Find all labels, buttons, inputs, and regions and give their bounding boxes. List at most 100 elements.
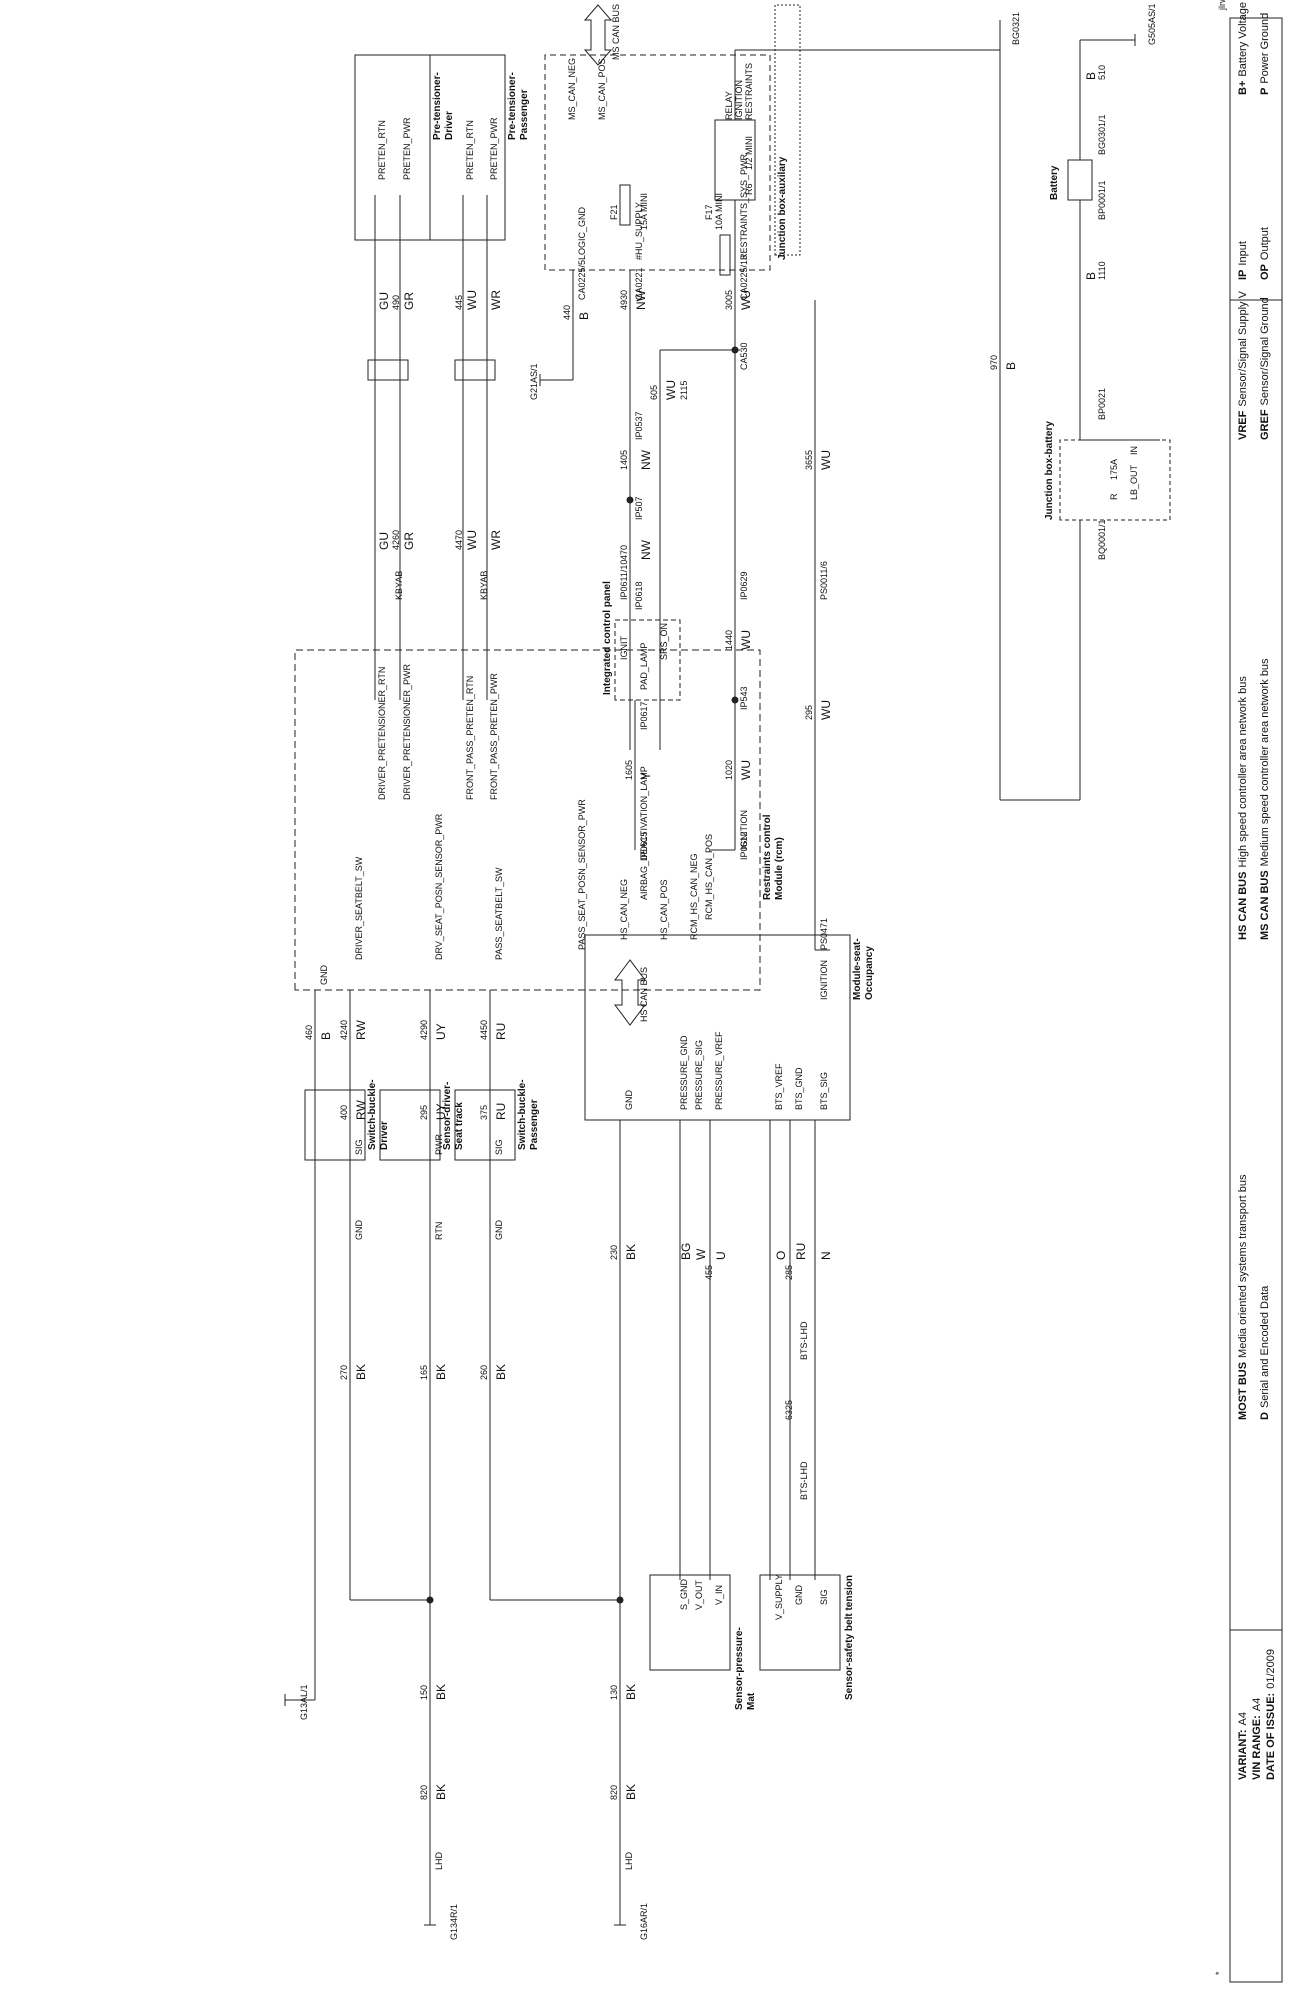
color-bk-260: BK bbox=[494, 1363, 508, 1380]
conn-ip0618: IP0618 bbox=[634, 581, 644, 610]
integrated-control-panel bbox=[614, 619, 681, 701]
pin-preten-pwr-drv: PRETEN_PWR bbox=[402, 117, 412, 180]
buckle-passenger-title-2: Passenger bbox=[529, 1099, 540, 1150]
pin-buckle-pass-sig: SIG bbox=[494, 1139, 504, 1155]
wire-3005-num: 3005 bbox=[724, 289, 734, 310]
jbb-r: R bbox=[1109, 493, 1119, 501]
pin-airbag-lamp: AIRBAG_DEACTIVATION_LAMP bbox=[639, 766, 649, 900]
wire-4470-num: 4470 bbox=[454, 529, 464, 550]
buckle-driver-title-1: Switch-buckle- bbox=[367, 1079, 378, 1150]
pretensioner-passenger-connector bbox=[454, 359, 496, 381]
legend-item-ip: IPInput bbox=[1237, 241, 1249, 280]
wire-490-num: 490 bbox=[391, 294, 401, 310]
jb-aux-title: Junction box-auxilary bbox=[777, 156, 788, 260]
pin-pm-vout: V_OUT bbox=[694, 1579, 704, 1610]
wire-4930-num: 4930 bbox=[619, 289, 629, 310]
pin-buckle-pass-gnd: GND bbox=[494, 1220, 504, 1240]
conn-g16ar: G16AR/1 bbox=[639, 1902, 649, 1940]
drawing-id: jlrw6h-7015s4a.a1 bbox=[1217, 0, 1227, 10]
color-b-460: B bbox=[319, 1031, 333, 1040]
fuse-f17: F17 bbox=[704, 204, 714, 220]
wire-820b-num: 820 bbox=[419, 1784, 429, 1800]
lhd-1: LHD bbox=[624, 1851, 634, 1870]
pin-ms-can-pos: MS_CAN_POS bbox=[597, 58, 607, 120]
hs-can-bus-arrow bbox=[614, 959, 646, 1026]
pin-driver-rtn: DRIVER_PRETENSIONER_RTN bbox=[377, 666, 387, 800]
hs-can-bus-label: HS CAN BUS bbox=[639, 966, 649, 1022]
jbb-out: LB_OUT bbox=[1129, 464, 1139, 500]
pressure-mat-title-2: Mat bbox=[746, 1692, 757, 1710]
wire-260-num: 260 bbox=[479, 1364, 489, 1380]
kbyab-2: KBYAB bbox=[394, 570, 404, 600]
color-b-440: B bbox=[577, 311, 591, 320]
pin-pressure-gnd: PRESSURE_GND bbox=[679, 1035, 689, 1110]
wire-295-num: 295 bbox=[804, 704, 814, 720]
legend-item-hs-can: HS CAN BUSHigh speed controller area net… bbox=[1237, 676, 1249, 940]
wire-4260-num: 4260 bbox=[391, 529, 401, 550]
legend-frame bbox=[1229, 17, 1283, 1983]
conn-ip0629: IP0629 bbox=[739, 571, 749, 600]
pin-restraints-sys-pwr: RESTRAINTS_SYS_PWR bbox=[739, 153, 749, 260]
conn-g21as: G21AS/1 bbox=[529, 363, 539, 400]
wire-445-num: 445 bbox=[454, 294, 464, 310]
wire-375-num: 375 bbox=[479, 1104, 489, 1120]
color-wu-2115: WU bbox=[664, 380, 678, 400]
occupancy-module bbox=[584, 934, 851, 1121]
conn-ip0611: IP0611/10 bbox=[619, 559, 629, 600]
color-ru: RU bbox=[794, 1242, 808, 1260]
pin-ignition: IGNITION bbox=[739, 810, 749, 850]
wire-4290-num: 4290 bbox=[419, 1019, 429, 1040]
pin-pass-posn-pwr: PASS_SEAT_POSN_SENSOR_PWR bbox=[577, 799, 587, 950]
legend-item-ms-can: MS CAN BUSMedium speed controller area n… bbox=[1259, 658, 1271, 940]
kbyab-1: KBYAB bbox=[479, 570, 489, 600]
color-rw: RW bbox=[354, 1020, 368, 1040]
conn-bp0001: BP0001/1 bbox=[1097, 180, 1107, 220]
pin-hs-can-pos: HS_CAN_POS bbox=[659, 879, 669, 940]
wire-455-num: 455 bbox=[704, 1264, 714, 1280]
legend-item-most: MOST BUSMedia oriented systems transport… bbox=[1237, 1174, 1249, 1420]
buckle-passenger-title-1: Switch-buckle- bbox=[517, 1079, 528, 1150]
color-wu-pt: WU bbox=[465, 290, 479, 310]
seat-track-title-2: Seat track bbox=[454, 1102, 465, 1150]
color-wu-pt2: WU bbox=[465, 530, 479, 550]
fuse-f17-rating: 10A MINI bbox=[714, 192, 724, 230]
color-wu-3005: WU bbox=[739, 290, 753, 310]
pin-pm-sgnd: S_GND bbox=[679, 1578, 689, 1610]
pin-pressure-vref: PRESSURE_VREF bbox=[714, 1031, 724, 1110]
color-uy: UY bbox=[434, 1023, 448, 1040]
conn-bq0001: BQ0001/1 bbox=[1097, 519, 1107, 560]
legend-item-op: OPOutput bbox=[1259, 227, 1271, 280]
pt-driver-title-1: Pre-tensioner- bbox=[432, 72, 443, 140]
belt-tension-title: Sensor-safety belt tension bbox=[844, 1574, 855, 1700]
wire-2115-num: 2115 bbox=[679, 380, 689, 400]
pin-pad-lamp: PAD_LAMP bbox=[639, 642, 649, 690]
relay-label-2: IGNITION bbox=[734, 80, 744, 120]
relay-label-3: RELAY bbox=[724, 91, 734, 120]
color-bk-270: BK bbox=[354, 1363, 368, 1380]
junction-box-battery bbox=[1059, 439, 1171, 521]
pin-seat-rtn: RTN bbox=[434, 1221, 444, 1240]
wire-4240-num: 4240 bbox=[339, 1019, 349, 1040]
color-wu-295: WU bbox=[819, 700, 833, 720]
color-bk-820a: BK bbox=[624, 1783, 638, 1800]
pin-bt-sig: SIG bbox=[819, 1589, 829, 1605]
pt-passenger-title-2: Passenger bbox=[519, 89, 530, 140]
wire-400-num: 400 bbox=[339, 1104, 349, 1120]
conn-g13al: G13AL/1 bbox=[299, 1684, 309, 1720]
conn-ps0011: PS0011/6 bbox=[819, 561, 829, 600]
pretensioner-driver bbox=[354, 54, 431, 241]
wire-1605-num: 1605 bbox=[624, 759, 634, 780]
pin-srs-on: SRS_ON bbox=[659, 622, 669, 660]
pin-buckle-drv-sig: SIG bbox=[354, 1139, 364, 1155]
color-u: U bbox=[714, 1251, 728, 1260]
wire-3655-num: 3655 bbox=[804, 449, 814, 470]
color-b-1110: B bbox=[1084, 271, 1098, 280]
wire-6325-num: 6325 bbox=[784, 1399, 794, 1420]
wire-440-num: 440 bbox=[562, 304, 572, 320]
conn-ip507: IP507 bbox=[634, 496, 644, 520]
restraints-control-module bbox=[294, 649, 761, 991]
pin-rcm-hs-pos: RCM_HS_CAN_POS bbox=[704, 833, 714, 920]
seat-track-sensor bbox=[379, 1089, 441, 1161]
